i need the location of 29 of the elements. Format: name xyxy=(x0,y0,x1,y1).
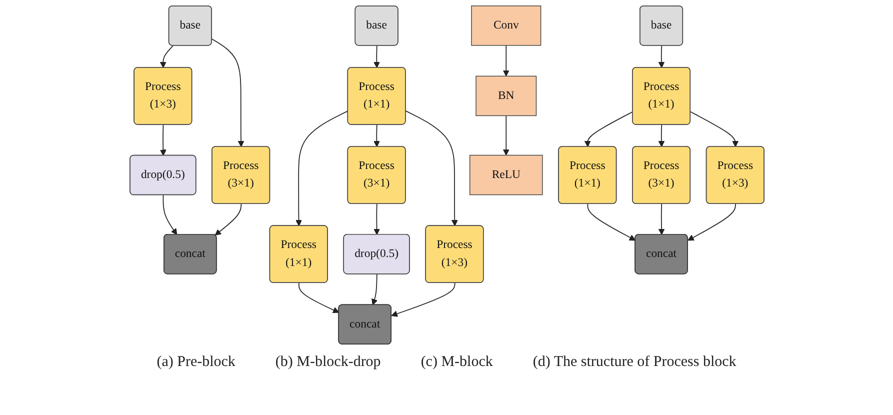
node-box: BN xyxy=(475,76,536,116)
arrow xyxy=(404,110,458,226)
arrow xyxy=(159,124,166,156)
arrow xyxy=(295,110,348,226)
arrow xyxy=(658,203,664,235)
arrow xyxy=(586,203,636,241)
caption-text: (d) The structure of Process block xyxy=(532,354,736,371)
node-box: ReLU xyxy=(468,154,542,196)
arrow xyxy=(502,115,509,156)
arrow xyxy=(373,124,380,148)
arrow xyxy=(658,124,664,148)
arrow xyxy=(162,194,177,235)
arrow xyxy=(373,45,380,68)
arrow xyxy=(210,38,244,148)
arrow xyxy=(159,45,173,68)
arrow xyxy=(371,274,378,306)
arrow xyxy=(214,203,242,236)
caption-text: (b) M-block-drop xyxy=(275,354,381,371)
arrow xyxy=(390,282,455,317)
arrow xyxy=(584,111,633,148)
caption-text: (a) Pre-block xyxy=(156,354,236,371)
arrow xyxy=(658,45,664,68)
arrow xyxy=(502,44,509,76)
caption-text: (c) M-block xyxy=(420,354,493,371)
arrow xyxy=(373,203,380,235)
node-box: Conv xyxy=(470,6,541,46)
arrow xyxy=(687,203,736,241)
arrow xyxy=(298,282,339,313)
arrow xyxy=(690,111,738,148)
